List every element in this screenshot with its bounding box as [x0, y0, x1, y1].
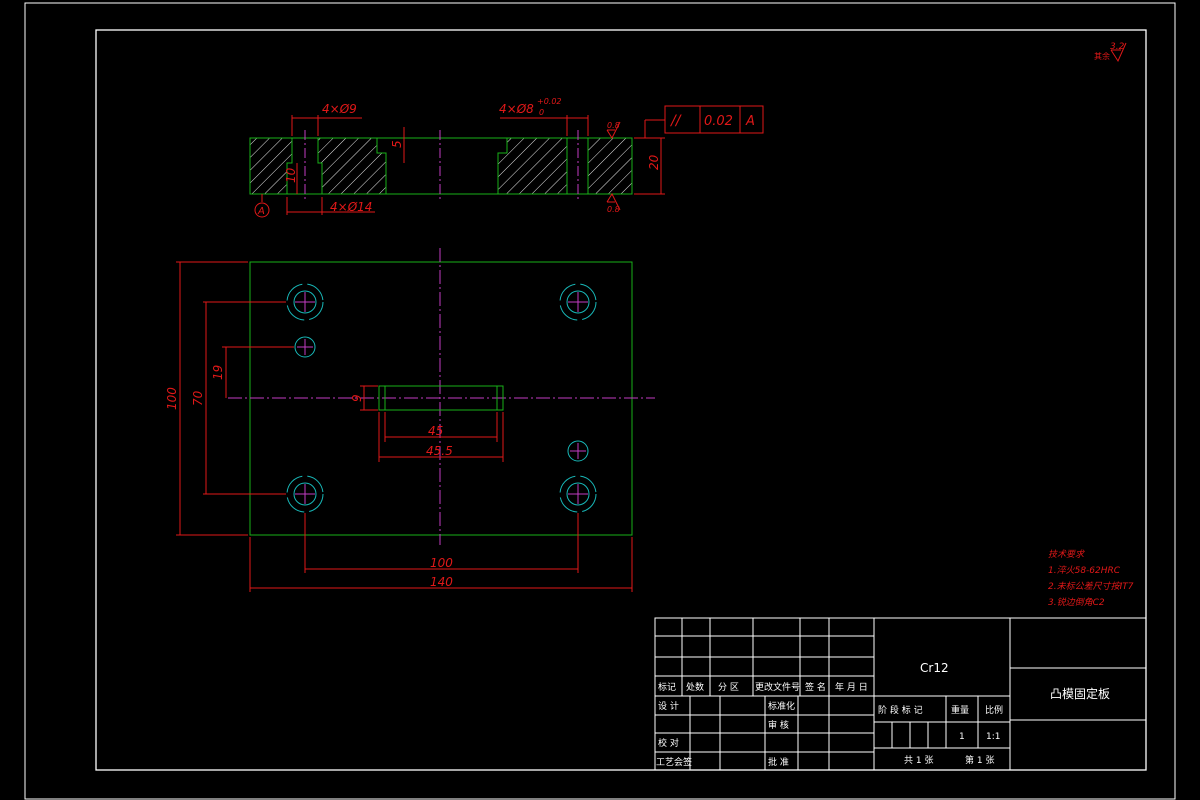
approve-label: 批 准: [768, 756, 789, 768]
check-label: 校 对: [658, 737, 679, 749]
dim-width-140: 140: [430, 575, 453, 589]
dim-height-100: 100: [165, 387, 179, 410]
weight-label: 重量: [951, 704, 969, 716]
svg-text:A: A: [257, 206, 265, 217]
title-block: [654, 617, 1147, 771]
plan-view: 100 70 19 9 45 45.5 100 140: [165, 248, 655, 592]
dim-hole9: 4×Ø9: [322, 102, 357, 116]
tolerance-frame: // 0.02 A: [664, 105, 764, 134]
rev-header: 分 区: [718, 682, 739, 693]
dim-depth5: 5: [390, 140, 404, 148]
rev-header: 标记: [658, 681, 676, 693]
rev-header: 处数: [686, 681, 704, 693]
scale-label: 比例: [985, 704, 1003, 716]
process-label: 工艺会签: [656, 756, 692, 768]
section-outline: [249, 137, 633, 195]
dim-70: 70: [191, 390, 205, 406]
pin-holes: [294, 336, 589, 462]
counterbore-holes: [286, 283, 597, 513]
datum-a-symbol: A: [254, 202, 270, 218]
dim-19: 19: [211, 365, 225, 380]
standardize-label: 标准化: [768, 700, 795, 712]
dim-slot-45: 45: [428, 424, 443, 438]
title-block-text: 标记 处数 分 区 更改文件号 签 名 年 月 日 设 计 标准化 审 核 校 …: [656, 661, 1110, 768]
roughness-top-symbol: 0.8: [606, 121, 621, 140]
counterbore-hole: [559, 475, 597, 513]
rev-header: 更改文件号: [755, 681, 800, 693]
counterbore-hole: [559, 283, 597, 321]
material: Cr12: [920, 661, 949, 675]
tech-requirement-item: 3.锐边倒角C2: [1048, 597, 1105, 608]
dim-thickness: 20: [647, 154, 661, 170]
rev-header: 年 月 日: [835, 681, 868, 693]
roughness-bottom-symbol: 0.8: [606, 192, 621, 214]
tolerance-datum: A: [745, 114, 755, 129]
tech-requirement-item: 1.淬火58-62HRC: [1048, 565, 1121, 576]
dim-hole8: 4×Ø8: [499, 102, 534, 116]
tech-requirement-item: 2.未标公差尺寸按IT7: [1048, 581, 1134, 592]
roughness-corner-value: 3.2: [1110, 42, 1125, 52]
sheet-frame: [24, 2, 1176, 800]
counterbore-hole: [286, 283, 324, 321]
slot: [378, 385, 504, 411]
total-sheets: 共 1 张: [904, 755, 933, 766]
dim-counterbore: 4×Ø14: [330, 200, 372, 214]
svg-text:0.8: 0.8: [607, 121, 620, 130]
rev-header: 签 名: [805, 681, 826, 693]
dim-hole8-tol-lower: 0: [539, 108, 544, 117]
roughness-corner-symbol: 其余 3.2: [1094, 42, 1127, 63]
plan-dimensions: [176, 261, 633, 592]
dim-hole8-tol-upper: +0.02: [537, 97, 562, 106]
tolerance-value: 0.02: [704, 114, 733, 129]
section-dimensions: [261, 115, 665, 215]
dim-width-100: 100: [430, 556, 453, 570]
plan-centerlines: [228, 248, 655, 545]
review-label: 审 核: [768, 719, 789, 731]
tolerance-symbol: //: [669, 113, 682, 129]
stage-mark-label: 阶 段 标 记: [878, 704, 923, 716]
sheet-number: 第 1 张: [965, 754, 994, 766]
part-name: 凸模固定板: [1050, 686, 1110, 701]
section-hatching: [249, 137, 633, 195]
pin-hole: [294, 336, 316, 358]
tech-requirements: 技术要求 1.淬火58-62HRC 2.未标公差尺寸按IT7 3.锐边倒角C2: [1048, 549, 1134, 608]
dim-slot-width: 9: [350, 394, 364, 402]
tech-requirements-title: 技术要求: [1048, 549, 1085, 560]
svg-text:0.8: 0.8: [607, 205, 620, 214]
dim-depth10: 10: [284, 167, 298, 183]
pin-hole: [567, 440, 589, 462]
dim-slot-45-5: 45.5: [426, 444, 453, 458]
design-label: 设 计: [658, 700, 679, 712]
section-centerlines: [304, 130, 579, 200]
counterbore-hole: [286, 475, 324, 513]
roughness-corner-label: 其余: [1094, 51, 1110, 61]
section-view: 4×Ø9 4×Ø14 4×Ø8 +0.02 0 5 10 20 A 0.8 0.…: [249, 97, 764, 218]
scale-value: 1:1: [986, 732, 1000, 742]
weight-value: 1: [959, 732, 965, 742]
